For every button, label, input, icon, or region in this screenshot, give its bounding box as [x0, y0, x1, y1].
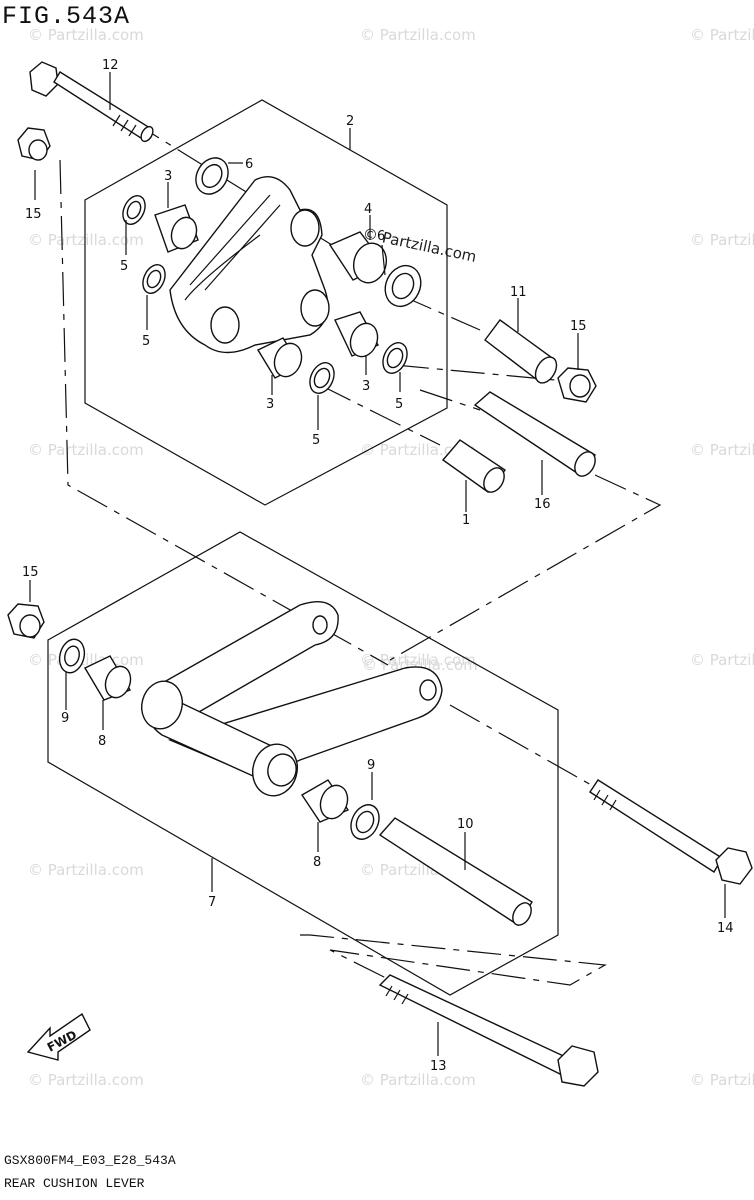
bushing-part-4 — [328, 231, 387, 284]
bushing-part-3-left — [154, 204, 199, 253]
watermark: © Partzilla.com — [360, 1071, 476, 1089]
center-line — [319, 384, 441, 446]
callout-13: 13 — [430, 1059, 447, 1074]
upper-assembly-frame — [84, 99, 448, 506]
center-line — [59, 159, 389, 666]
bolt-part-13 — [378, 974, 599, 1087]
collar-part-16 — [473, 391, 597, 477]
washer-part-9-left — [58, 638, 86, 674]
center-line — [389, 474, 662, 661]
center-line — [129, 119, 341, 251]
collar-part-11 — [484, 319, 558, 384]
callout-11: 11 — [510, 285, 527, 300]
callout-labels: 12 2 6 3 15 5 4 6 11 15 5 3 3 5 5 1 16 1… — [22, 58, 734, 1074]
leader-lines — [29, 72, 726, 1056]
center-line — [419, 389, 481, 411]
callout-3: 3 — [362, 379, 370, 394]
assembly-name: REAR CUSHION LEVER — [4, 1176, 145, 1191]
watermark: © Partzilla.com — [360, 651, 476, 669]
model-code: GSX800FM4_E03_E28_543A — [4, 1153, 176, 1168]
callout-3: 3 — [266, 397, 274, 412]
callout-6: 6 — [377, 229, 385, 244]
watermark: © Partzilla.com — [28, 651, 144, 669]
callout-5: 5 — [395, 397, 403, 412]
watermark: © Partzilla.com — [360, 26, 476, 44]
seal-part-5-left-lower — [142, 264, 166, 294]
callout-5: 5 — [312, 433, 320, 448]
watermark: © Partzilla.com — [28, 231, 144, 249]
forward-direction-arrow: FWD — [26, 1012, 91, 1061]
watermark: © Partzilla.com — [690, 231, 754, 249]
callout-12: 12 — [102, 58, 119, 73]
bolt-part-12 — [29, 61, 154, 143]
seal-part-5-right — [382, 342, 408, 374]
callout-4: 4 — [364, 202, 372, 217]
callout-6: 6 — [245, 157, 253, 172]
bushing-part-8-right — [301, 779, 350, 823]
callout-8: 8 — [313, 855, 321, 870]
collar-part-1 — [441, 439, 507, 493]
cushion-rod-part-7 — [141, 601, 443, 797]
callout-5: 5 — [120, 259, 128, 274]
watermark-group: © Partzilla.com © Partzilla.com © Partzi… — [28, 26, 754, 1089]
watermark: © Partzilla.com — [690, 1071, 754, 1089]
callout-14: 14 — [717, 921, 734, 936]
callout-16: 16 — [534, 497, 551, 512]
bushing-part-8-left — [84, 655, 132, 701]
watermark: © Partzilla.com — [690, 651, 754, 669]
watermark: © Partzilla.com — [28, 441, 144, 459]
washer-part-9-right — [350, 804, 380, 840]
nut-part-15-upper — [17, 127, 51, 161]
watermark: © Partzilla.com — [28, 861, 144, 879]
callout-15: 15 — [22, 565, 39, 580]
bolt-part-14 — [589, 779, 753, 885]
callout-15: 15 — [570, 319, 587, 334]
seal-part-5-left-upper — [122, 195, 146, 225]
seal-part-6-right — [384, 264, 422, 308]
seal-part-5-bottom — [309, 362, 335, 394]
bushing-part-3-center — [334, 311, 379, 358]
watermark: © Partzilla.com — [28, 1071, 144, 1089]
callout-7: 7 — [208, 895, 216, 910]
seal-part-6-top — [195, 157, 229, 195]
callout-9: 9 — [61, 711, 69, 726]
callout-2: 2 — [346, 114, 354, 129]
callout-3: 3 — [164, 169, 172, 184]
callout-10: 10 — [457, 817, 474, 832]
shaft-part-10 — [378, 817, 533, 926]
watermark: © Partzilla.com — [690, 26, 754, 44]
watermark: © Partzilla.com — [362, 656, 478, 674]
watermark: © Partzilla.com — [690, 441, 754, 459]
callout-5: 5 — [142, 334, 150, 349]
figure-title: FIG.543A — [2, 2, 131, 31]
center-line — [300, 934, 607, 1011]
callout-9: 9 — [367, 758, 375, 773]
lower-assembly-frame — [47, 531, 559, 996]
callout-8: 8 — [98, 734, 106, 749]
callout-1: 1 — [462, 513, 470, 528]
callout-15: 15 — [25, 207, 42, 222]
center-line — [449, 704, 601, 791]
watermark: © Partzilla.com — [28, 26, 144, 44]
lever-body-part-2 — [169, 176, 330, 354]
nut-part-15-right — [557, 367, 597, 403]
nut-part-15-lower — [7, 603, 45, 639]
center-line — [394, 364, 556, 381]
bushing-part-3-bottom — [257, 337, 303, 379]
